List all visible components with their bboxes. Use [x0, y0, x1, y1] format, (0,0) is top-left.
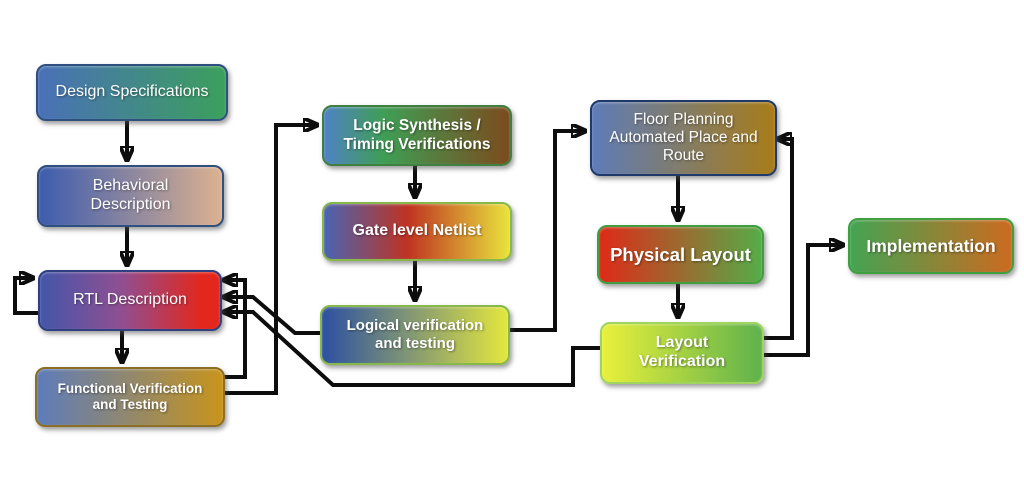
node-implementation: Implementation: [848, 218, 1014, 274]
edge-layout-verification-to-floor-planning: [760, 139, 794, 340]
node-floor-planning: Floor Planning Automated Place and Route: [590, 100, 777, 176]
node-physical-layout: Physical Layout: [597, 225, 764, 284]
node-label: Layout Verification: [638, 334, 726, 370]
node-label: Behavioral Description: [90, 177, 171, 213]
node-rtl-description: RTL Description: [38, 270, 222, 331]
node-label: Logical verification and testing: [346, 317, 484, 352]
node-label: RTL Description: [73, 291, 187, 309]
node-design-specifications: Design Specifications: [36, 64, 228, 121]
edge-rtl-description-self-loop: [13, 278, 38, 315]
edge-layout-verification-to-implementation: [760, 245, 843, 357]
edge-logical-verification-to-rtl-description: [224, 297, 320, 335]
node-label: Gate level Netlist: [352, 222, 482, 240]
node-layout-verification: Layout Verification: [600, 322, 764, 384]
edge-functional-verification-to-rtl-description: [221, 280, 247, 379]
node-logic-synthesis: Logic Synthesis / Timing Verifications: [322, 105, 512, 166]
node-behavioral-description: Behavioral Description: [37, 165, 224, 227]
node-label: Implementation: [866, 235, 996, 256]
node-label: Functional Verification and Testing: [57, 381, 203, 412]
edge-functional-verification-to-logic-synthesis: [221, 125, 317, 395]
node-label: Floor Planning Automated Place and Route: [609, 110, 758, 165]
node-logical-verification: Logical verification and testing: [320, 305, 510, 365]
node-label: Physical Layout: [610, 243, 751, 265]
node-label: Logic Synthesis / Timing Verifications: [343, 117, 491, 153]
edge-layout-verification-to-rtl-description: [224, 312, 600, 387]
edge-logical-verification-to-floor-planning: [506, 131, 585, 332]
node-label: Design Specifications: [55, 83, 209, 101]
node-gate-level-netlist: Gate level Netlist: [322, 202, 512, 261]
node-functional-verification: Functional Verification and Testing: [35, 367, 225, 427]
